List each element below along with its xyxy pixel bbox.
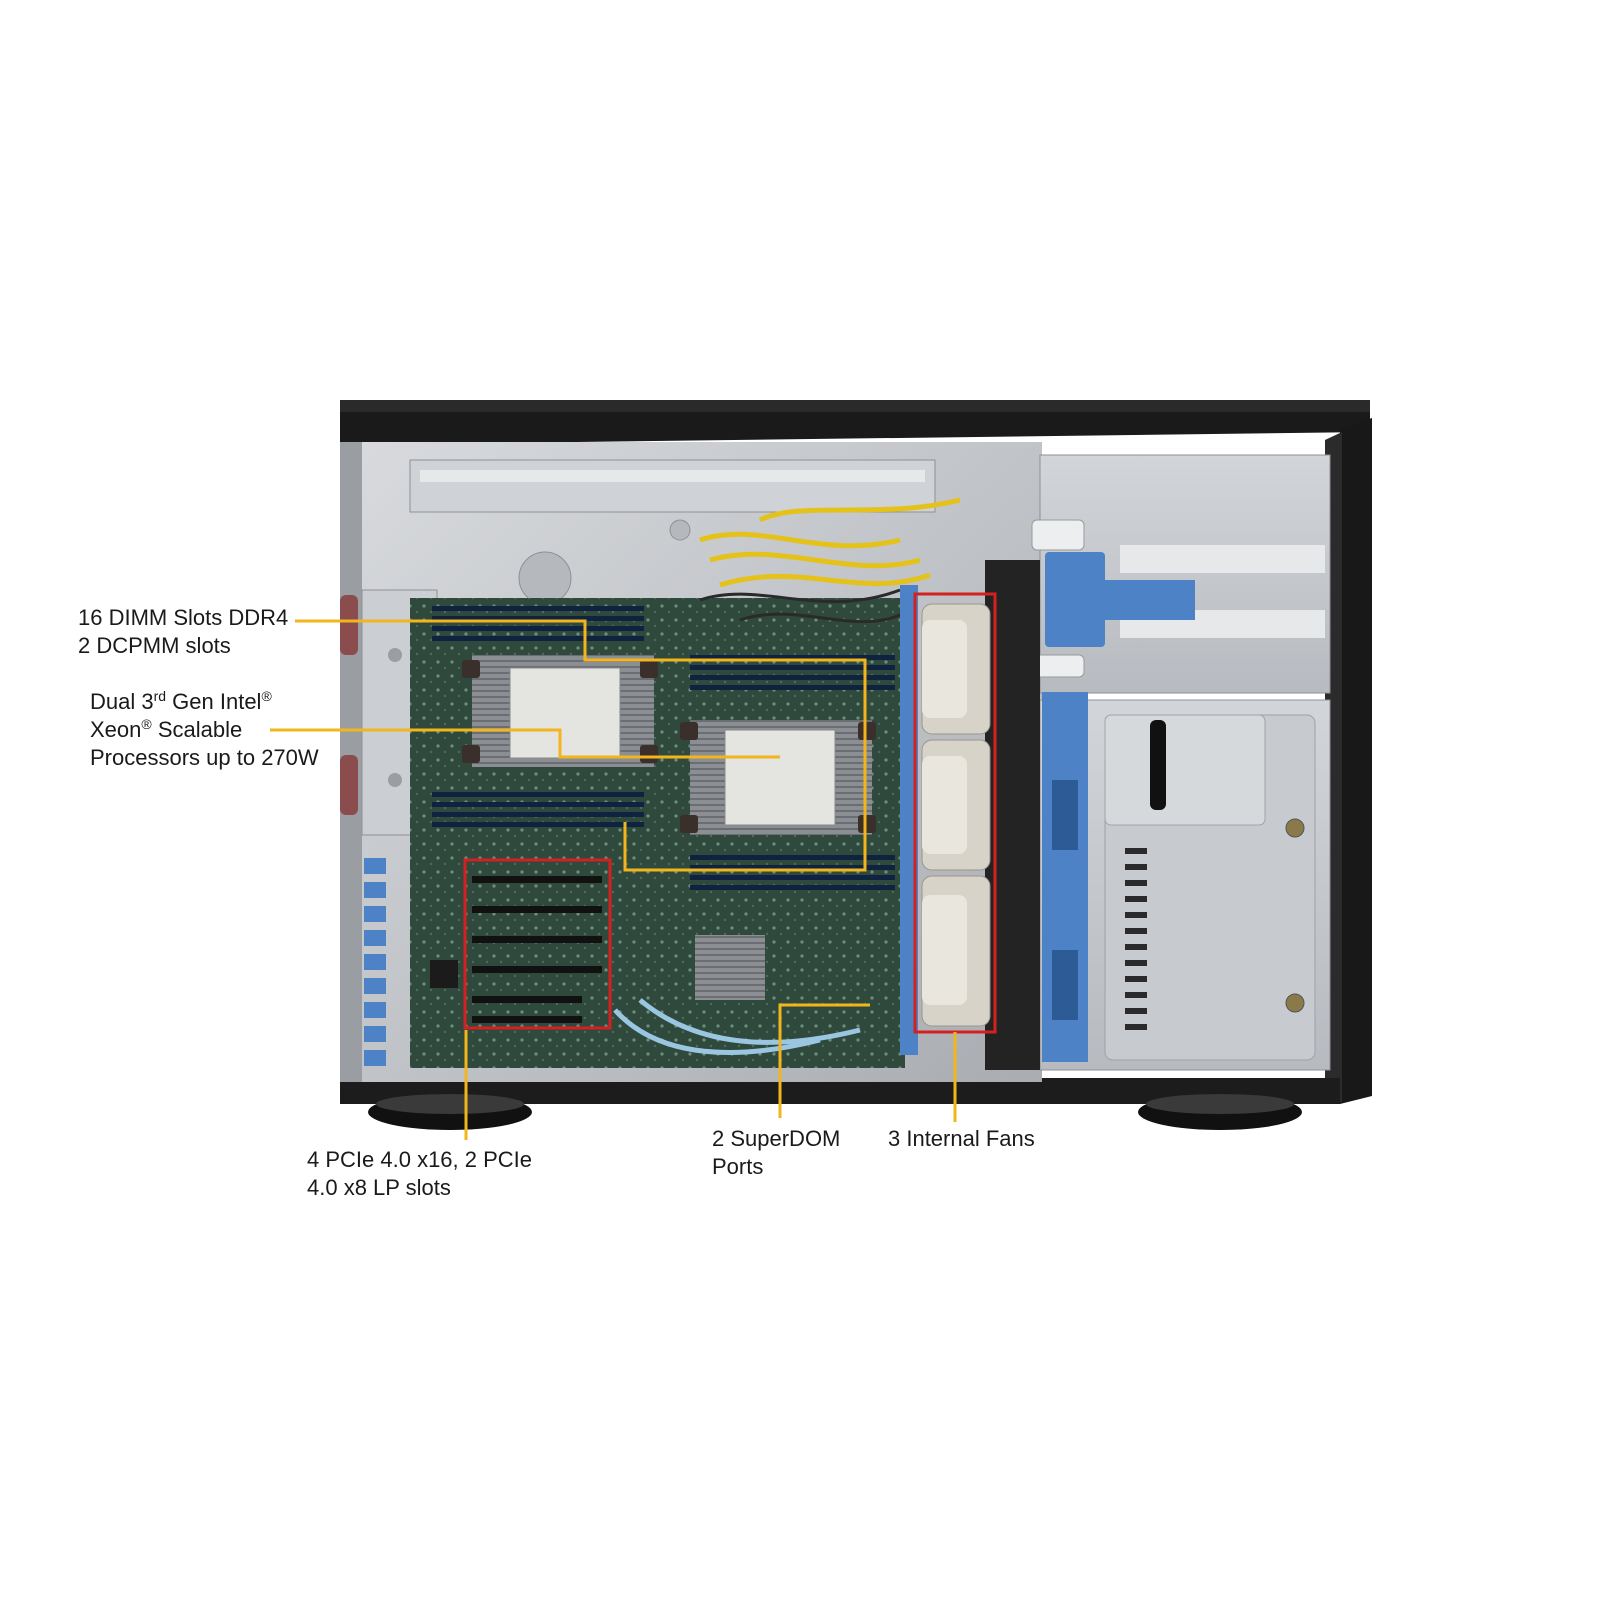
superdom-callout-line bbox=[778, 1003, 870, 1118]
cpu-label: Dual 3rd Gen Intel® Xeon® Scalable Proce… bbox=[90, 688, 319, 772]
pcie-label-line-1: 4 PCIe 4.0 x16, 2 PCIe bbox=[307, 1147, 533, 1172]
dimm-callout-line bbox=[295, 619, 867, 872]
cpu-label-line-3: Processors up to 270W bbox=[90, 745, 319, 770]
pcie-slots-label: 4 PCIe 4.0 x16, 2 PCIe 4.0 x8 LP slots bbox=[307, 1146, 532, 1202]
superdom-label-line-2: Ports bbox=[712, 1154, 764, 1179]
upper-shelf bbox=[409, 459, 936, 605]
pcie-slots bbox=[472, 876, 602, 1023]
chipset-heatsink bbox=[695, 935, 765, 1000]
pcie-highlight-box bbox=[463, 858, 612, 1030]
cpu-label-line-2: Xeon® Scalable bbox=[90, 716, 243, 742]
superdom-label: 2 SuperDOM Ports bbox=[712, 1125, 840, 1181]
cpu-2-heatsink bbox=[680, 720, 876, 835]
dimm-label-line-2: 2 DCPMM slots bbox=[78, 633, 231, 658]
dimm-slots-label: 16 DIMM Slots DDR4 2 DCPMM slots bbox=[78, 604, 288, 660]
cpu-label-line-1: Dual 3rd Gen Intel® bbox=[90, 688, 272, 714]
interior-shadow bbox=[985, 560, 1040, 1070]
psu-cage bbox=[1039, 454, 1331, 1071]
cpu-callout-line bbox=[270, 728, 780, 759]
fan-2 bbox=[921, 739, 991, 871]
chassis-feet bbox=[368, 1094, 1302, 1130]
callout-lines bbox=[270, 619, 957, 1140]
pcie-label-line-2: 4.0 x8 LP slots bbox=[307, 1175, 451, 1200]
superdom-label-line-1: 2 SuperDOM bbox=[712, 1126, 841, 1151]
fan-3 bbox=[921, 875, 991, 1027]
motherboard bbox=[410, 497, 961, 1068]
fans-label: 3 Internal Fans bbox=[888, 1125, 1035, 1153]
drive-bracket bbox=[1031, 519, 1195, 1062]
fans-label-line-1: 3 Internal Fans bbox=[888, 1126, 1035, 1151]
dimm-label-line-1: 16 DIMM Slots DDR4 bbox=[78, 605, 289, 630]
fan-1 bbox=[921, 603, 991, 735]
